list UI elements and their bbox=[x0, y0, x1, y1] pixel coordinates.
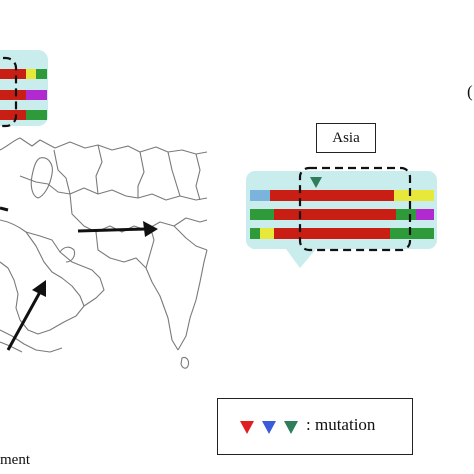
arrow-head bbox=[143, 221, 158, 237]
bar-green bbox=[36, 69, 47, 79]
bar-red bbox=[0, 69, 26, 79]
bar-yellow bbox=[26, 69, 36, 79]
bar-red bbox=[274, 228, 390, 239]
cropped-paren: ( bbox=[467, 82, 473, 101]
bubble-pointer bbox=[286, 249, 316, 268]
legend-label: : mutation bbox=[306, 415, 376, 434]
arrows bbox=[0, 206, 158, 351]
top-left-haplotype-panel bbox=[0, 50, 48, 128]
bar-green bbox=[390, 228, 434, 239]
legend-box: : mutation bbox=[217, 398, 413, 455]
cropped-label-bottom: ment bbox=[0, 452, 30, 468]
bar-lightblue bbox=[250, 190, 270, 201]
bar-yellow bbox=[394, 190, 434, 201]
legend-marker-green bbox=[284, 421, 298, 434]
bar-green bbox=[250, 209, 274, 220]
dashed-highlight bbox=[298, 166, 412, 252]
arrow-left-fragment bbox=[0, 206, 9, 212]
bar-yellow bbox=[260, 228, 274, 239]
bar-red bbox=[270, 190, 394, 201]
bar-magenta bbox=[416, 209, 434, 220]
region-label-asia: Asia bbox=[316, 123, 376, 153]
bar-red bbox=[0, 110, 26, 120]
bar-green bbox=[396, 209, 416, 220]
bar-red bbox=[274, 209, 396, 220]
dashed-highlight bbox=[0, 56, 18, 128]
mutation-marker-green bbox=[310, 177, 322, 188]
arrow-head bbox=[32, 280, 46, 297]
bar-green bbox=[26, 110, 47, 120]
legend-marker-blue bbox=[262, 421, 276, 434]
bar-magenta bbox=[26, 90, 47, 100]
bar-red bbox=[0, 90, 26, 100]
legend-marker-red bbox=[240, 421, 254, 434]
map-outline bbox=[0, 137, 208, 369]
arrow-diagonal bbox=[6, 291, 42, 351]
arrow-to-asia bbox=[77, 227, 147, 233]
bar-green bbox=[250, 228, 260, 239]
asia-haplotype-panel bbox=[246, 166, 437, 268]
